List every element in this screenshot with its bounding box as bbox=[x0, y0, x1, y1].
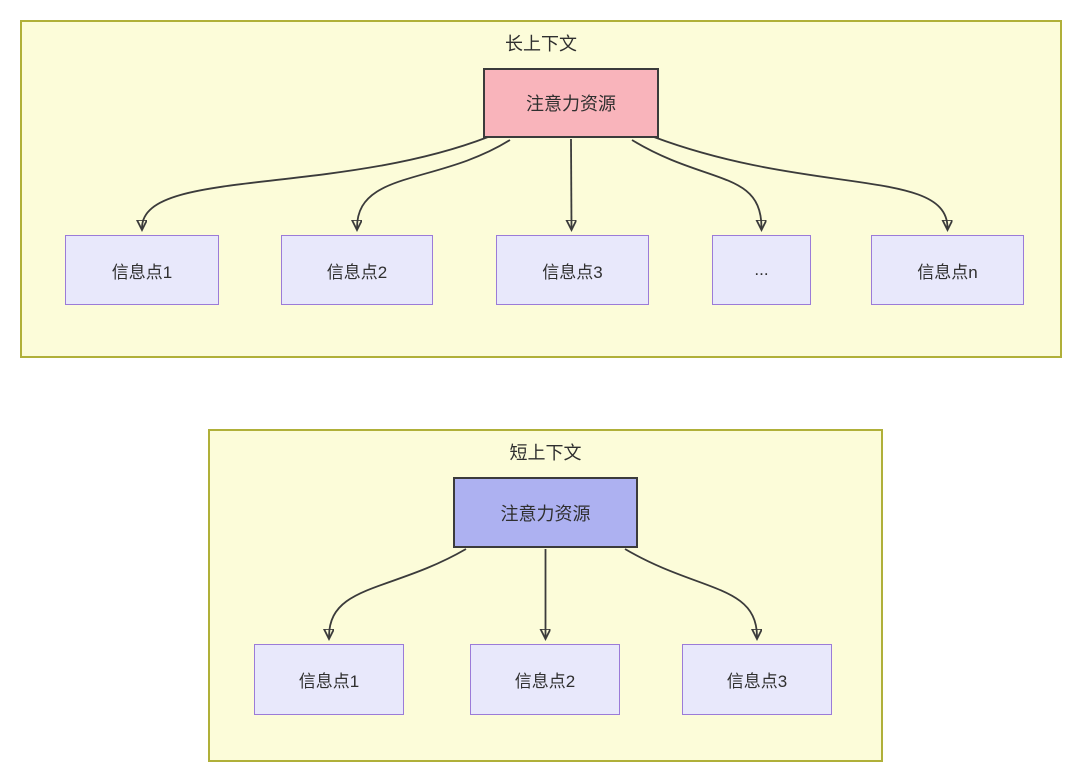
long-attention-box: 注意力资源 bbox=[483, 68, 659, 138]
short-attention-label: 注意力资源 bbox=[500, 503, 591, 524]
long-info-label-3: 信息点3 bbox=[542, 262, 603, 282]
short-info-box-2: 信息点2 bbox=[470, 644, 620, 715]
long-info-box-2: 信息点2 bbox=[281, 235, 433, 305]
long-info-box-n: 信息点n bbox=[871, 235, 1024, 305]
long-info-label-1: 信息点1 bbox=[111, 262, 173, 282]
short-info-label-2: 信息点2 bbox=[514, 672, 576, 691]
long-info-box-ellipsis: ... bbox=[712, 235, 811, 305]
short-info-box-3: 信息点3 bbox=[682, 644, 832, 715]
long-context-title: 长上下文 bbox=[505, 34, 577, 54]
long-info-label-2: 信息点2 bbox=[326, 262, 388, 282]
long-info-box-3: 信息点3 bbox=[496, 235, 649, 305]
long-info-label-ellipsis: ... bbox=[754, 260, 769, 279]
short-info-label-1: 信息点1 bbox=[298, 672, 360, 691]
long-info-box-1: 信息点1 bbox=[65, 235, 219, 305]
long-info-label-n: 信息点n bbox=[917, 262, 978, 282]
long-attention-label: 注意力资源 bbox=[526, 94, 616, 114]
short-info-box-1: 信息点1 bbox=[254, 644, 404, 715]
short-attention-box: 注意力资源 bbox=[453, 477, 638, 548]
short-context-title: 短上下文 bbox=[509, 443, 582, 463]
short-info-label-3: 信息点3 bbox=[726, 672, 788, 691]
